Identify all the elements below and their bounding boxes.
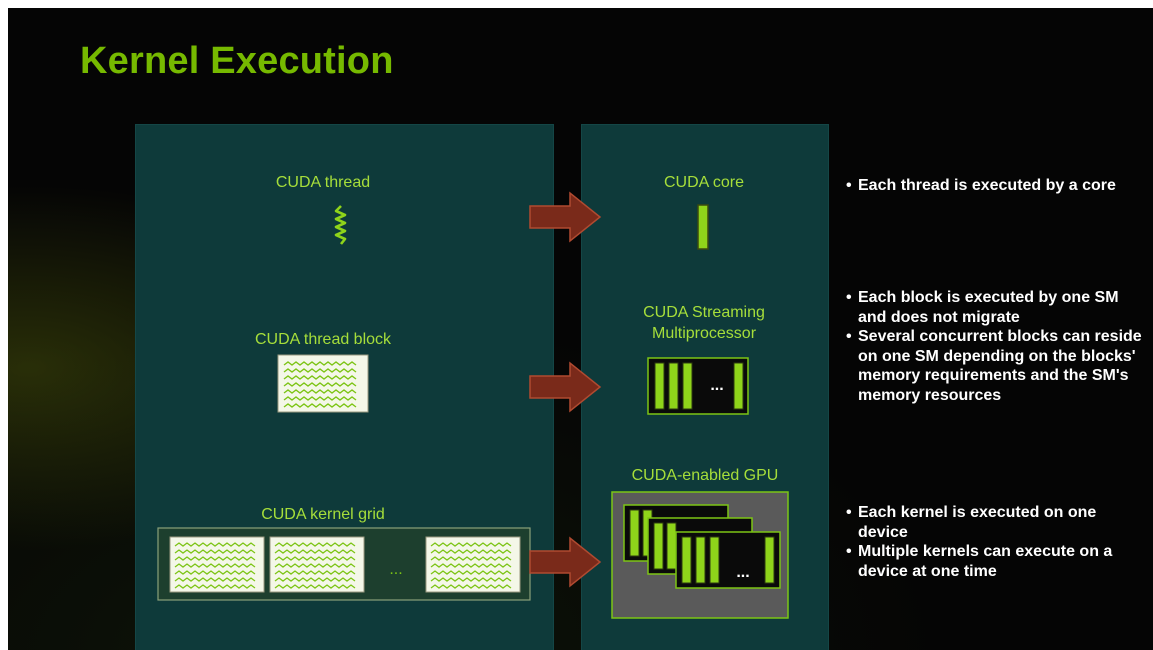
bullet-concurrent-blocks: Several concurrent blocks can reside on …: [846, 327, 1148, 405]
core-icon: [697, 204, 709, 250]
sm-ellipsis: ...: [710, 377, 724, 394]
slide-title: Kernel Execution: [80, 40, 394, 82]
bullets-kernel: Each kernel is executed on one device Mu…: [846, 503, 1146, 581]
cuda-thread-block-label: CUDA thread block: [254, 331, 392, 348]
bullets-block: Each block is executed by one SM and doe…: [846, 288, 1148, 405]
grid-ellipsis: ...: [389, 561, 403, 578]
arrow-right-icon: [529, 191, 602, 243]
arrow-right-icon: [529, 536, 602, 588]
bullets-thread: Each thread is executed by a core: [846, 176, 1146, 196]
sm-label-line1: CUDA Streaming: [643, 304, 765, 321]
cuda-gpu-label: CUDA-enabled GPU: [631, 467, 779, 484]
bullet-block-sm: Each block is executed by one SM and doe…: [846, 288, 1148, 327]
arrow-right-icon: [529, 361, 602, 413]
kernel-grid-icon: [157, 527, 531, 601]
gpu-ellipsis: ...: [736, 564, 750, 581]
bullet-kernel-device: Each kernel is executed on one device: [846, 503, 1146, 542]
thread-block-icon: [277, 354, 369, 413]
bullet-multiple-kernels: Multiple kernels can execute on a device…: [846, 542, 1146, 581]
gpu-icon: [611, 491, 789, 619]
cuda-kernel-grid-label: CUDA kernel grid: [261, 506, 385, 523]
slide: Kernel Execution CUDA thread CUDA thread…: [8, 8, 1153, 650]
sm-label-line2: Multiprocessor: [651, 325, 757, 342]
sm-icon: [647, 357, 749, 415]
cuda-core-label: CUDA core: [663, 174, 745, 191]
cuda-thread-label: CUDA thread: [275, 174, 371, 191]
bullet-thread-core: Each thread is executed by a core: [846, 176, 1146, 196]
thread-icon: [334, 205, 347, 245]
